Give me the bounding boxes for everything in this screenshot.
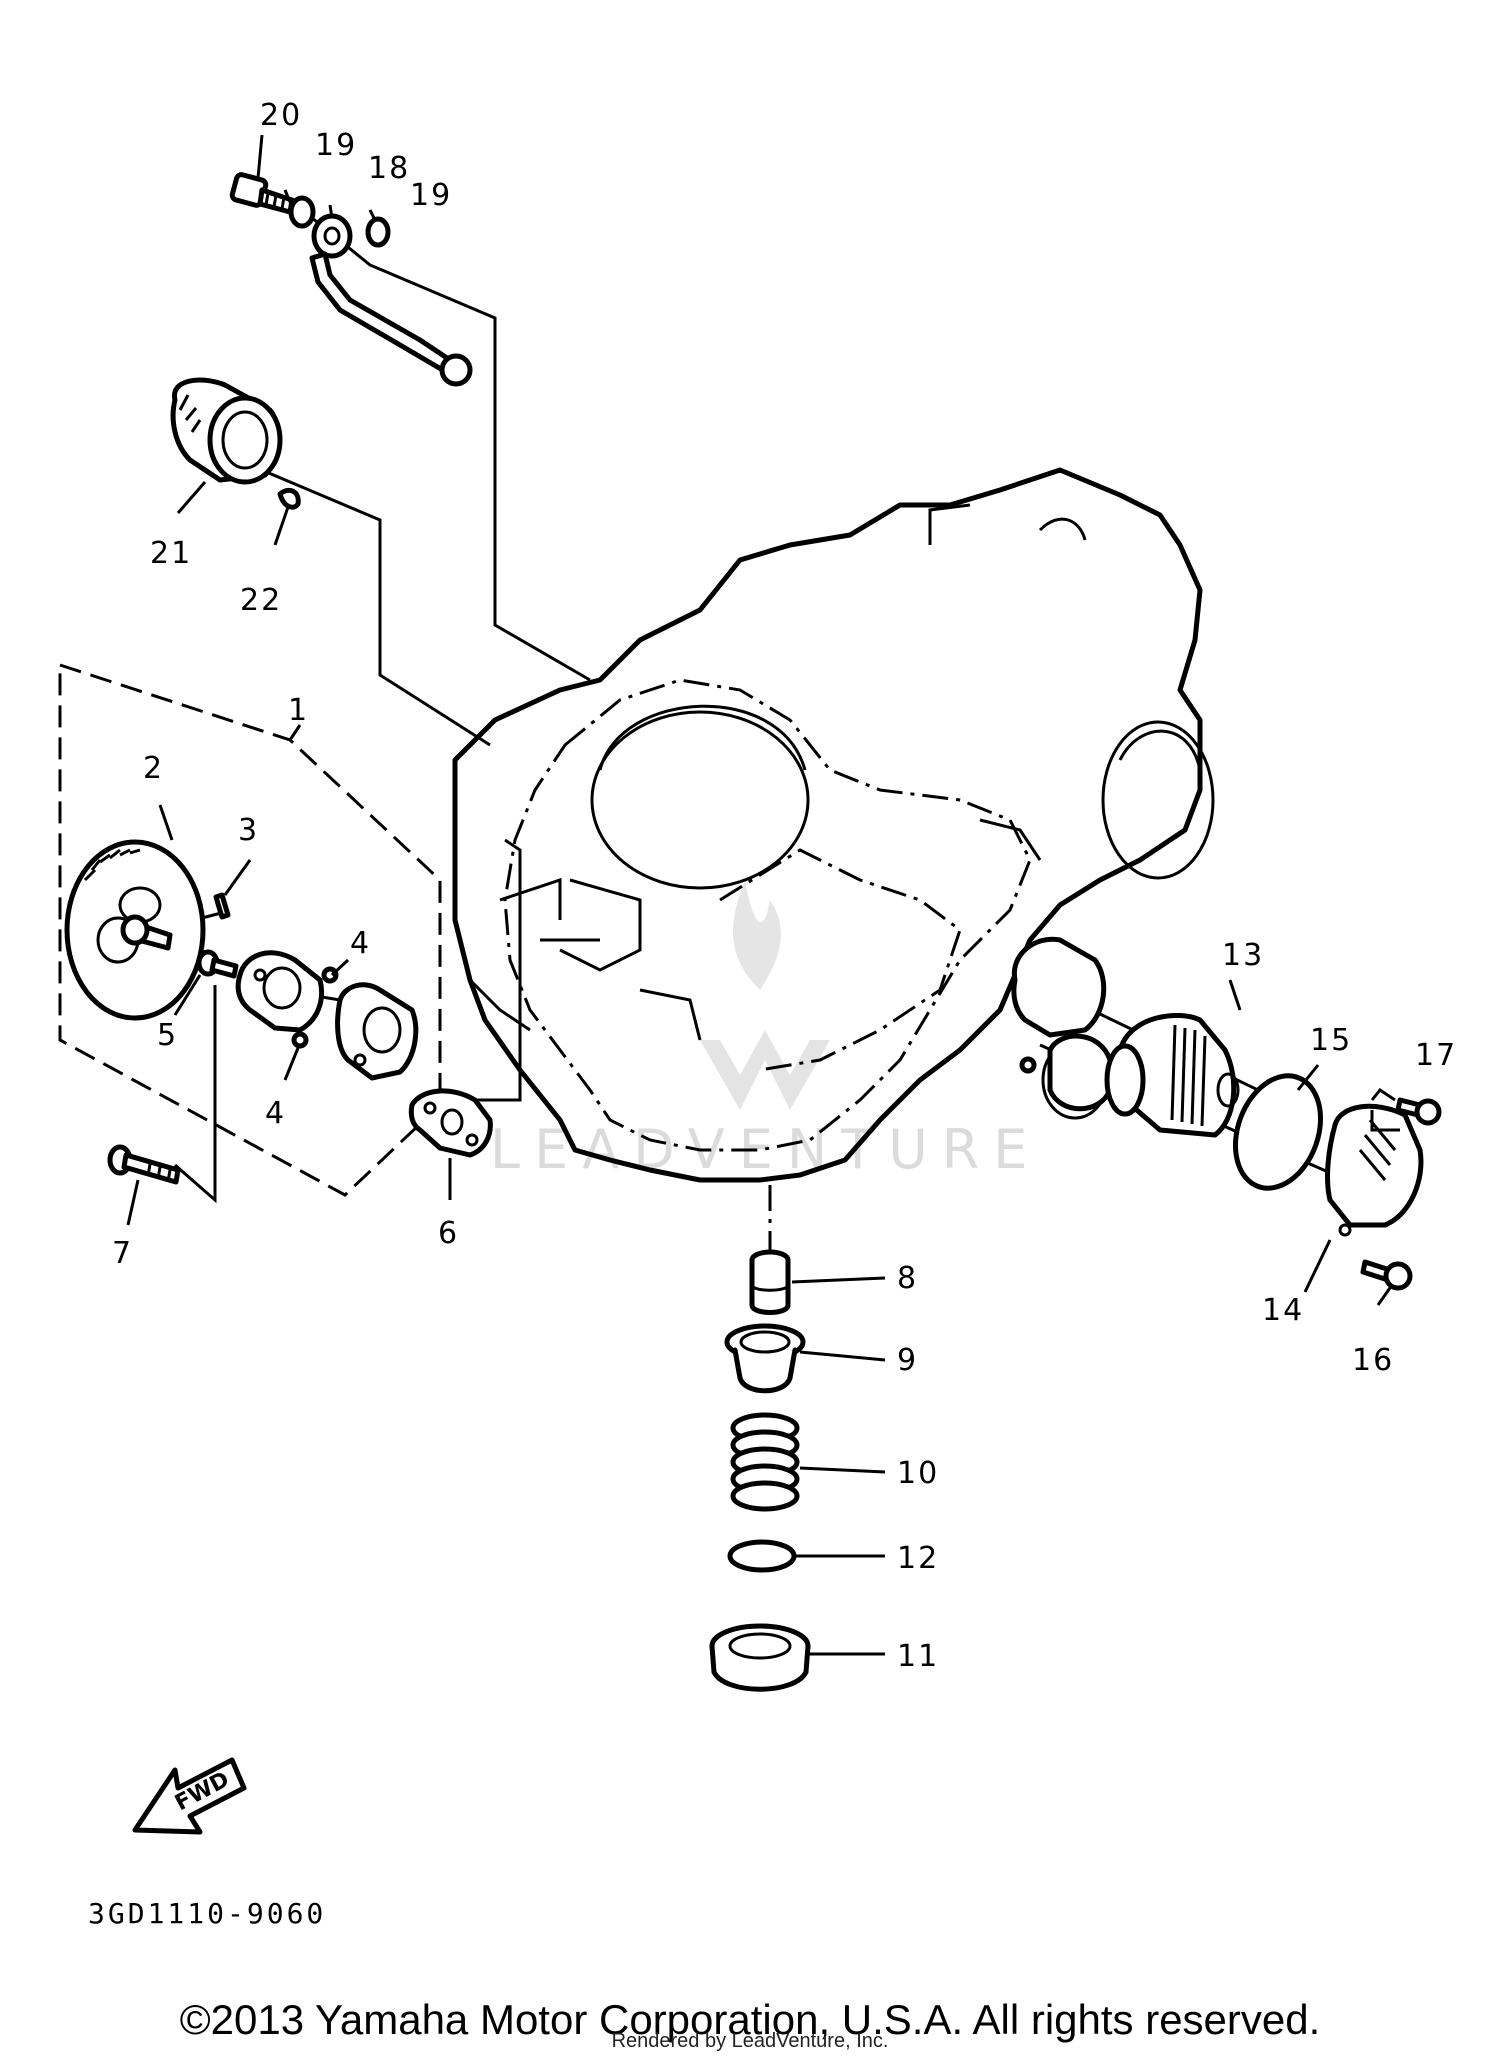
filter-cover-14 (1325, 1087, 1424, 1237)
bolt-20 (229, 172, 295, 215)
diagram-code: 3GD1110-9060 (88, 1897, 327, 1930)
spring-10 (730, 1412, 800, 1512)
bolt-17 (1395, 1097, 1442, 1126)
bolt-7 (107, 1144, 181, 1185)
filter-housing-gasket (1011, 936, 1113, 1120)
pin-3 (213, 892, 231, 920)
callout-7: 7 (112, 1236, 133, 1271)
callout-11: 11 (897, 1639, 939, 1674)
leadventure-watermark: LEADVENTURE (490, 880, 1027, 1181)
callout-12: 12 (897, 1541, 939, 1576)
oil-pump-housing (235, 950, 325, 1033)
callout-19-left: 19 (315, 128, 357, 163)
screw-5 (196, 949, 239, 979)
callout-2: 2 (143, 751, 164, 786)
bolt-16 (1360, 1259, 1413, 1291)
washer-19-right (365, 216, 391, 248)
dowel-pin-4-upper (321, 966, 339, 984)
washer-19-left (288, 195, 316, 229)
valve-guide-8 (749, 1249, 791, 1315)
callout-17: 17 (1415, 1038, 1457, 1073)
callout-14: 14 (1262, 1293, 1304, 1328)
oil-filter-13 (1104, 1012, 1240, 1138)
crankcase (452, 467, 1215, 1183)
forward-direction-arrow: FWD (132, 1757, 247, 1835)
callout-18: 18 (368, 151, 410, 186)
o-ring-12 (727, 1539, 797, 1573)
oil-delivery-pipe-18 (309, 213, 473, 387)
plug-9 (724, 1323, 806, 1394)
gasket-6 (408, 1088, 493, 1158)
callout-4-lower: 4 (265, 1096, 286, 1131)
callout-labels: 20 19 18 19 21 22 1 2 3 4 5 4 7 6 8 9 10… (112, 98, 1457, 1674)
oil-pump-rotor-4 (335, 982, 419, 1081)
dowel-pin-4-lower (291, 1031, 309, 1049)
callout-13: 13 (1222, 938, 1264, 973)
callout-20: 20 (260, 98, 302, 133)
callout-21: 21 (150, 536, 192, 571)
callout-4-upper: 4 (350, 926, 371, 961)
callout-5: 5 (157, 1018, 178, 1053)
callout-22: 22 (240, 583, 282, 618)
callout-19-right: 19 (410, 178, 452, 213)
rendered-by-notice: Rendered by LeadVenture, Inc. (611, 2030, 889, 2052)
callout-15: 15 (1310, 1023, 1352, 1058)
copyright-notice: ©2013 Yamaha Motor Corporation, U.S.A. A… (179, 1996, 1321, 2043)
o-ring-15 (1232, 1073, 1324, 1191)
callout-10: 10 (897, 1456, 939, 1491)
oil-pump-gear-2 (64, 839, 206, 1021)
plug-11 (709, 1623, 811, 1692)
callout-1: 1 (288, 693, 309, 728)
drive-gear-21 (170, 377, 283, 485)
woodruff-key-22 (277, 487, 301, 510)
callout-16: 16 (1352, 1343, 1394, 1378)
callout-8: 8 (897, 1261, 918, 1296)
callout-9: 9 (897, 1343, 918, 1378)
callout-3: 3 (238, 813, 259, 848)
callout-6: 6 (438, 1216, 459, 1251)
